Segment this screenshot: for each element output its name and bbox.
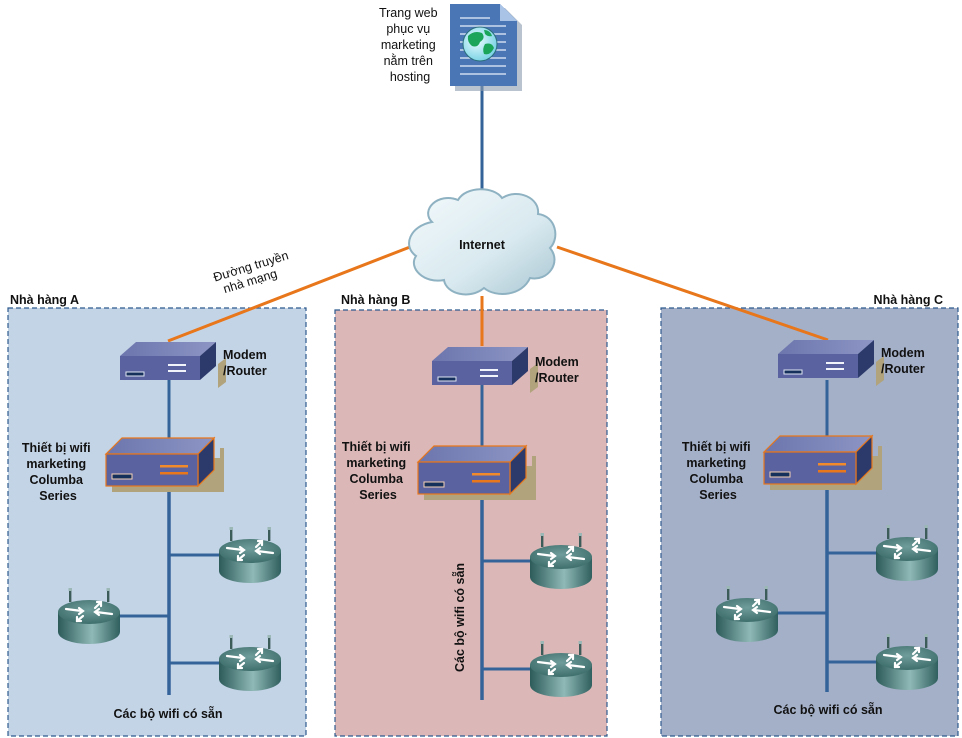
device-label-b: Thiết bị wifi marketing Columba Series <box>342 440 414 502</box>
device-label-a: Thiết bị wifi marketing Columba Series <box>22 441 94 503</box>
modem-router-icon <box>431 346 539 394</box>
cloud-icon <box>408 188 557 296</box>
modem-router-icon <box>119 341 227 389</box>
device-label-c: Thiết bị wifi marketing Columba Series <box>682 440 754 502</box>
restaurant-c-title: Nhà hàng C <box>874 293 943 307</box>
ap-label-c: Các bộ wifi có sẵn <box>773 702 882 717</box>
web-document-globe-icon <box>450 4 522 91</box>
restaurant-a-title: Nhà hàng A <box>10 293 79 307</box>
wan-link-a <box>167 245 411 343</box>
modem-label-b: Modem /Router <box>535 355 582 385</box>
web-page-caption: Trang web phục vụ marketing nằm trên hos… <box>379 6 441 84</box>
modem-label-a: Modem /Router <box>223 348 270 378</box>
columba-device-icon <box>417 445 537 501</box>
internet-label: Internet <box>459 238 506 252</box>
ap-label-b: Các bộ wifi có sẵn <box>452 563 467 672</box>
columba-device-icon <box>763 435 883 491</box>
isp-line-label: Đường truyền nhà mạng <box>212 247 298 298</box>
modem-label-c: Modem /Router <box>881 346 928 376</box>
ap-label-a: Các bộ wifi có sẵn <box>113 706 222 721</box>
modem-router-icon <box>777 339 885 387</box>
columba-device-icon <box>105 437 225 493</box>
restaurant-b-title: Nhà hàng B <box>341 293 410 307</box>
wan-link-c <box>556 245 829 342</box>
